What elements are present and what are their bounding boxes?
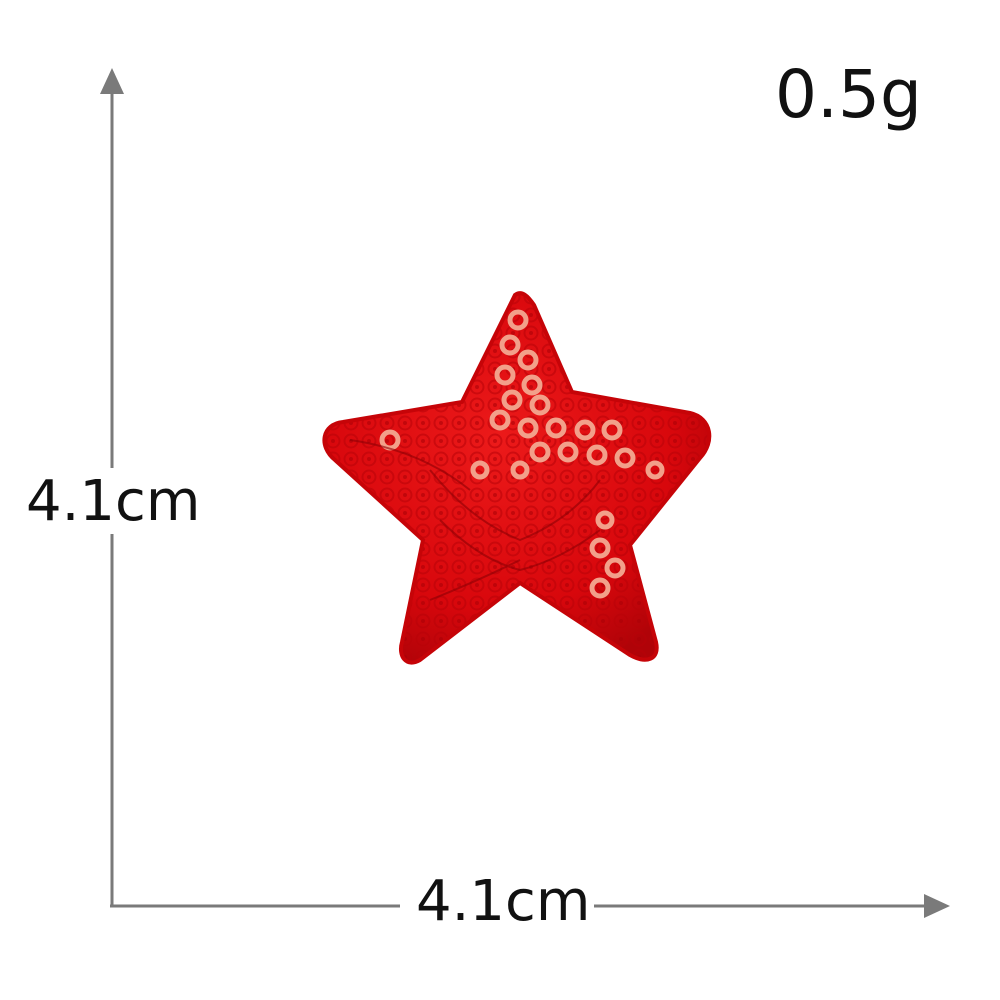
- width-label: 4.1cm: [412, 872, 595, 932]
- width-arrow: [110, 894, 950, 918]
- sequin-star-patch: [322, 291, 712, 665]
- arrow-up-icon: [100, 68, 124, 94]
- height-arrow: [100, 68, 124, 907]
- height-label: 4.1cm: [26, 469, 201, 534]
- weight-label: 0.5g: [775, 56, 922, 133]
- arrow-right-icon: [924, 894, 950, 918]
